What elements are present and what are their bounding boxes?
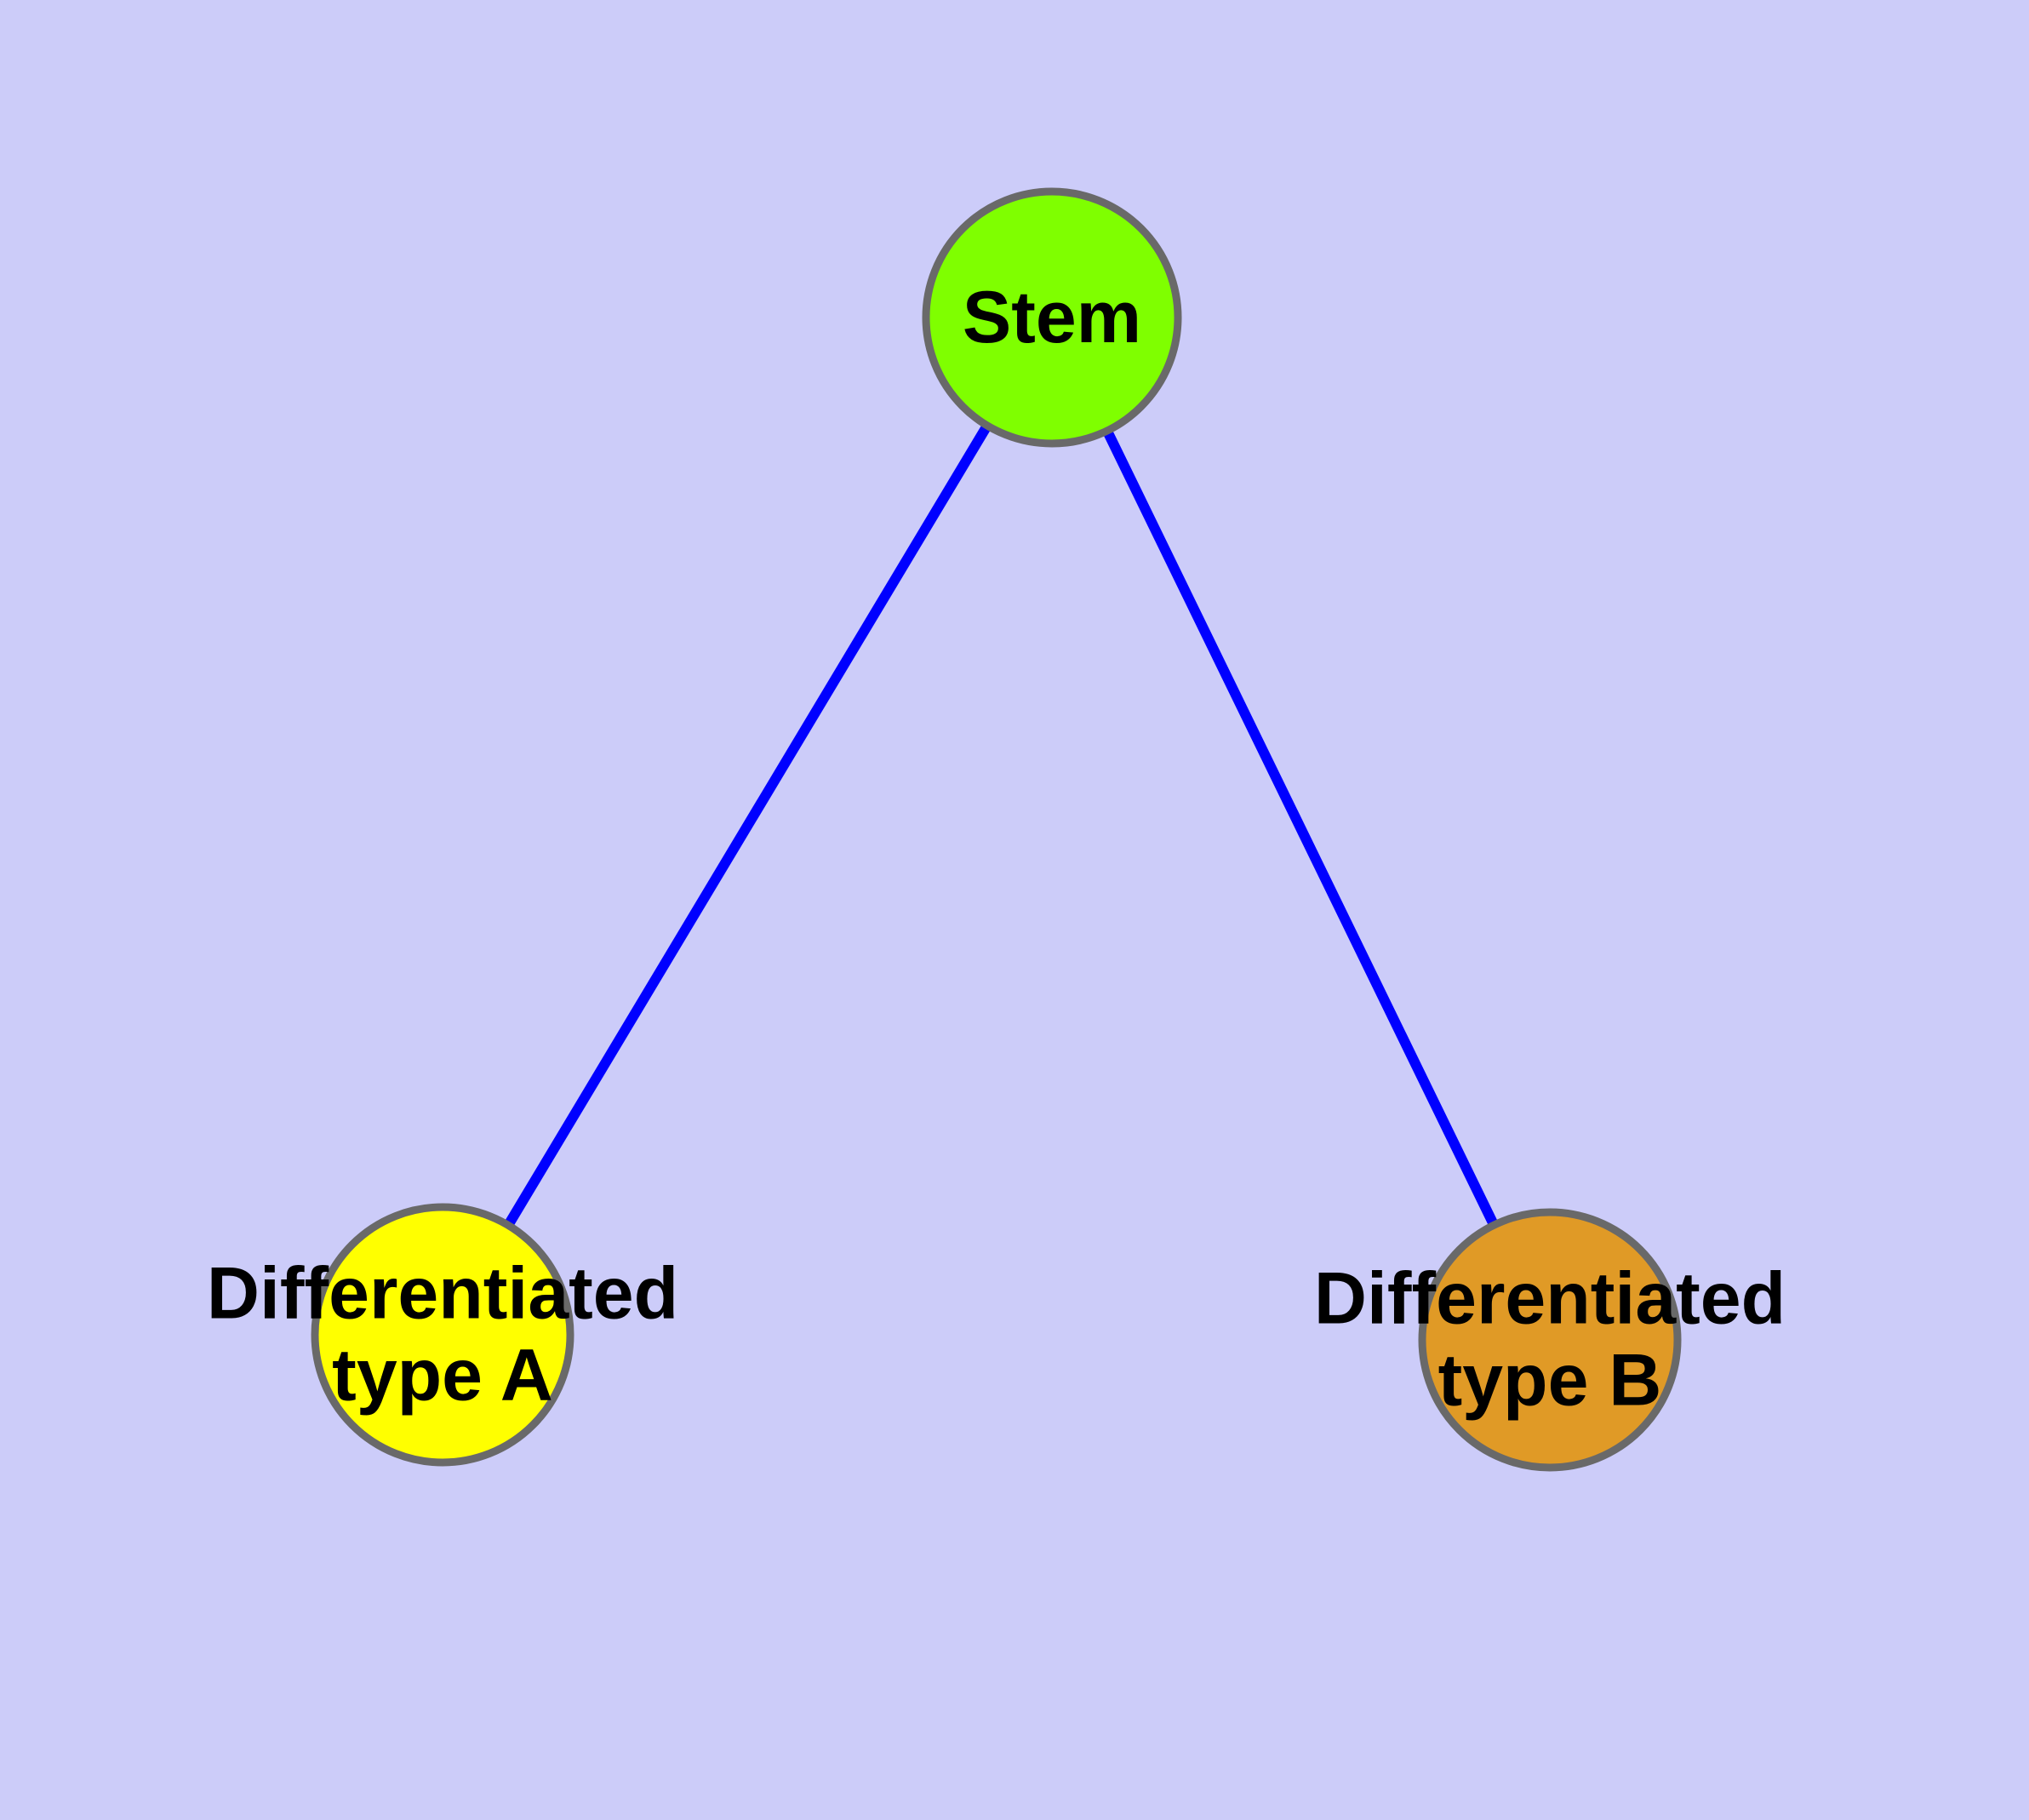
graph-edge-stem-to-diff-b — [1047, 315, 1555, 1342]
graph-node-diff-a[interactable] — [311, 1203, 574, 1467]
graph-edge-stem-to-diff-a — [437, 314, 1057, 1338]
graph-node-stem[interactable] — [922, 187, 1182, 448]
edges-layer — [437, 314, 1555, 1342]
graph-node-diff-b[interactable] — [1418, 1208, 1682, 1472]
nodes-layer — [311, 187, 1682, 1472]
